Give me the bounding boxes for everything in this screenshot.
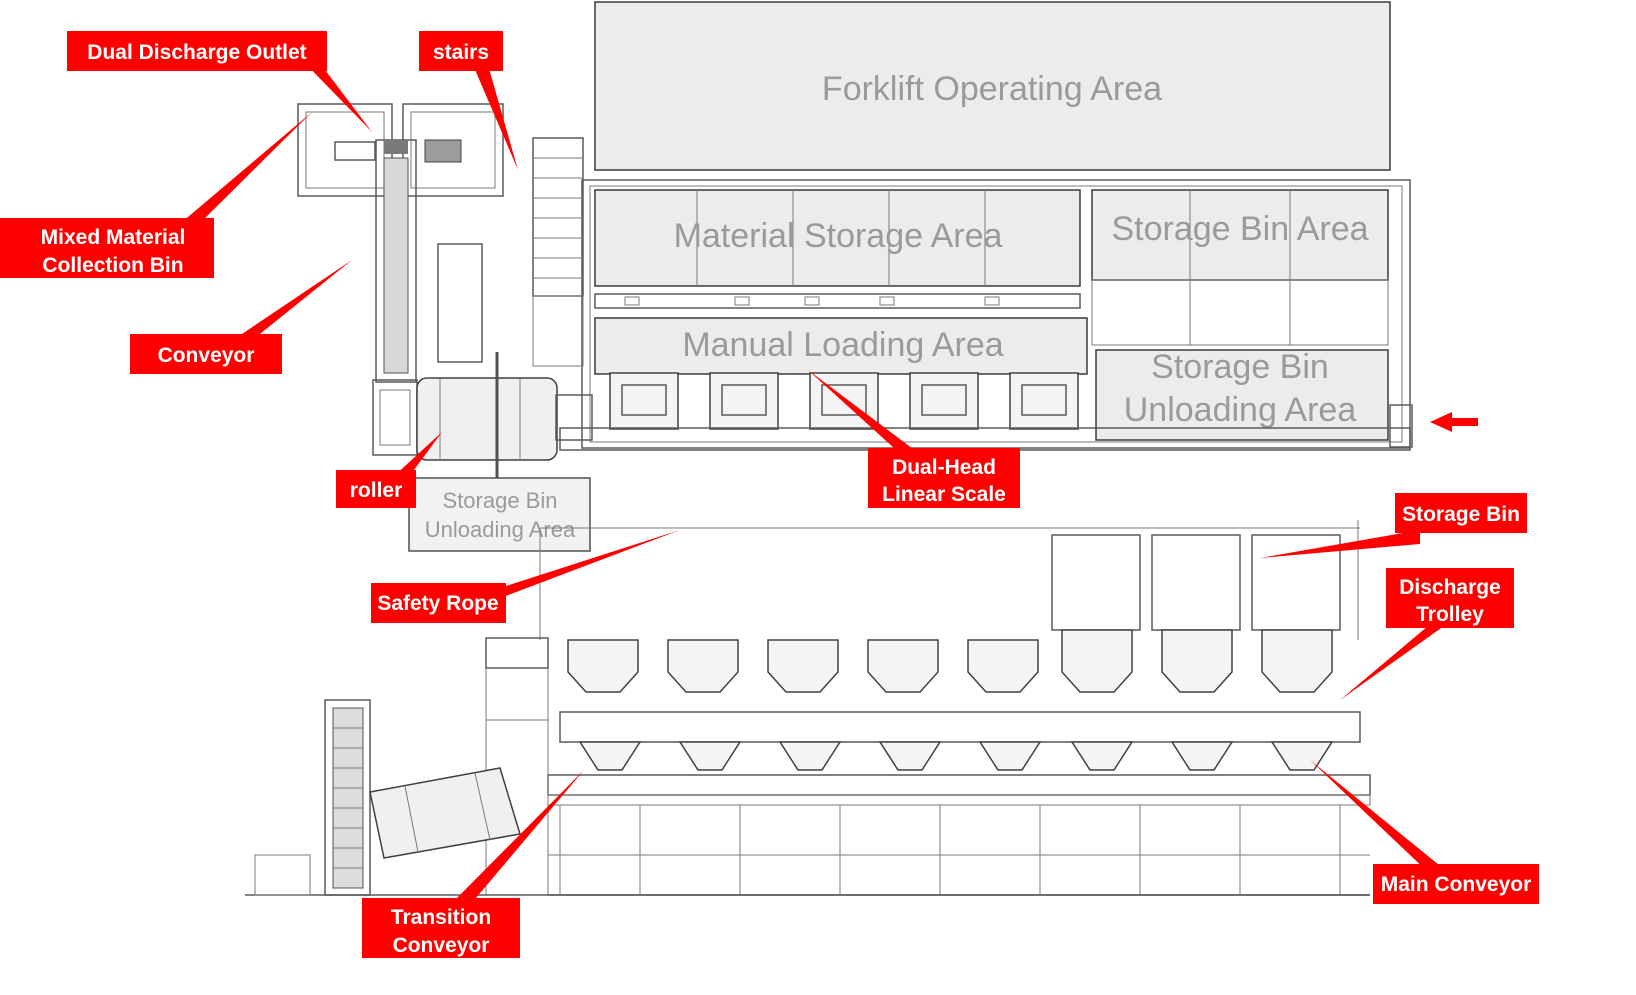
callout-roller-text: roller xyxy=(350,479,403,502)
callout-main-conveyor-text: Main Conveyor xyxy=(1381,873,1532,896)
forklift-area-label: Forklift Operating Area xyxy=(822,70,1162,108)
callout-dual-discharge-text: Dual Discharge Outlet xyxy=(87,41,306,64)
storage-bin-area-label: Storage Bin Area xyxy=(1111,210,1368,248)
small-unloading-label-1: Storage Bin xyxy=(443,488,558,513)
forklift-operating-area xyxy=(594,1,1391,171)
pointer-main-conveyor xyxy=(1310,760,1450,874)
plan-view: Forklift Operating Area Material Storage… xyxy=(297,1,1478,552)
callout-safety-rope xyxy=(371,583,506,623)
elevation-view xyxy=(245,520,1371,896)
storage-bin-unloading-area xyxy=(1095,349,1389,441)
platform-stairs-elevation xyxy=(485,637,549,895)
callout-conveyor-text: Conveyor xyxy=(158,344,255,367)
callout-pointers xyxy=(175,58,1450,905)
pointer-transition-conveyor xyxy=(450,770,584,905)
callout-dual-head xyxy=(868,448,1020,508)
callout-mixed-material-text-1: Mixed Material xyxy=(41,226,186,249)
material-storage-area xyxy=(594,189,1081,287)
inclined-conveyor-elevation xyxy=(324,699,371,896)
pointer-discharge-trolley xyxy=(1340,626,1444,700)
small-unloading-area xyxy=(408,477,591,552)
callout-discharge-trolley-text-1: Discharge xyxy=(1399,576,1501,599)
pointer-roller xyxy=(392,432,442,478)
callout-storage-bin xyxy=(1395,493,1527,533)
callout-safety-rope-text: Safety Rope xyxy=(377,592,498,615)
callout-mixed-material-text-2: Collection Bin xyxy=(42,254,183,277)
callout-storage-bin-text: Storage Bin xyxy=(1402,503,1520,526)
storage-unloading-label-1: Storage Bin xyxy=(1151,348,1329,386)
callout-main-conveyor xyxy=(1373,864,1539,904)
roller-drum-elevation xyxy=(369,767,521,859)
callout-roller xyxy=(336,470,416,508)
callout-discharge-trolley-text-2: Trolley xyxy=(1416,603,1484,626)
callout-transition-conveyor-text-1: Transition xyxy=(391,906,491,929)
manual-loading-label: Manual Loading Area xyxy=(682,326,1003,364)
callout-stairs-text: stairs xyxy=(433,41,489,64)
roller-drum-plan xyxy=(416,352,593,490)
pointer-stairs xyxy=(470,58,518,170)
callout-transition-conveyor xyxy=(362,898,520,958)
pointer-dual-discharge xyxy=(300,58,372,132)
callout-discharge-trolley xyxy=(1386,568,1514,628)
small-unloading-label-2: Unloading Area xyxy=(425,517,576,542)
pointer-conveyor xyxy=(230,260,352,342)
pointer-mixed-material xyxy=(175,112,312,228)
storage-bins-elevation xyxy=(1051,534,1341,631)
pointer-dual-head xyxy=(808,370,925,458)
material-storage-label: Material Storage Area xyxy=(674,217,1003,255)
callouts: Dual Discharge Outlet stairs Mixed Mater… xyxy=(0,31,1539,958)
callout-dual-discharge-outlet xyxy=(67,31,327,71)
manual-loading-area xyxy=(594,317,1088,375)
storage-unloading-label-2: Unloading Area xyxy=(1124,391,1357,429)
inclined-conveyor-plan xyxy=(375,139,417,383)
callout-transition-conveyor-text-2: Conveyor xyxy=(393,934,490,957)
scale-hoppers-plan xyxy=(609,372,1079,430)
callout-dual-head-text-2: Linear Scale xyxy=(882,483,1006,506)
pointer-storage-bin xyxy=(1260,530,1420,558)
callout-conveyor xyxy=(130,334,282,374)
callout-dual-head-text-1: Dual-Head xyxy=(892,456,996,479)
weighing-hoppers-elevation xyxy=(567,629,1333,693)
inbound-arrow-icon xyxy=(1430,412,1478,432)
callout-stairs xyxy=(419,31,503,71)
main-conveyor-elevation xyxy=(547,774,1371,896)
pointer-safety-rope xyxy=(475,530,680,600)
callout-mixed-material xyxy=(0,218,214,278)
stairs-plan xyxy=(532,137,584,367)
